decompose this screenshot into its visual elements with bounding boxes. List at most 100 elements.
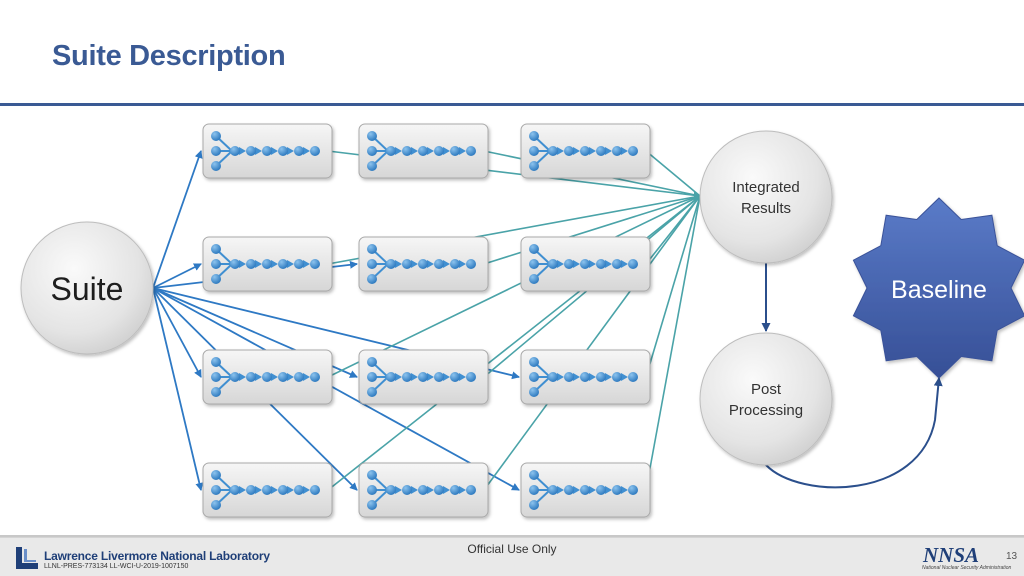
pipeline-input-dot [367,387,377,397]
results-edge [327,195,701,378]
pipeline-arrow [395,373,402,381]
pipeline-arrow [255,486,262,494]
pipeline-step-dot [548,146,558,156]
pipeline-step-dot [450,146,460,156]
pipeline-step-dot [418,485,428,495]
pipeline-input-dot [367,372,377,382]
workflow-boxes [202,123,651,518]
pipeline-input-dot [529,259,539,269]
pipeline-arrow [557,260,564,268]
pipeline-arrow [573,147,580,155]
pipeline-step-dot [230,259,240,269]
pipeline-input-dot [529,387,539,397]
pipeline-step-dot [386,259,396,269]
pipeline-step-dot [580,146,590,156]
pipeline-step-dot [612,372,622,382]
pipeline-step-dot [402,259,412,269]
pipeline-step-dot [466,146,476,156]
pipeline-arrow [427,486,434,494]
workflow-box [520,349,651,405]
suite-edge [152,150,203,289]
pipeline-input-dot [529,500,539,510]
suite-edge [152,287,204,491]
pipeline-input-dot [211,500,221,510]
pipeline-input-dot [211,244,221,254]
pipeline-input-dot [529,244,539,254]
pipeline-step-dot [402,372,412,382]
pipeline-arrow [573,486,580,494]
pipeline-arrow [589,260,596,268]
pipeline-arrow [459,260,466,268]
pipeline-input-dot [367,244,377,254]
pipeline-input-dot [211,146,221,156]
baseline-node [852,197,1024,379]
pipeline-arrow [255,373,262,381]
llnl-logo-icon [16,547,38,569]
post-processing-label-line2: Processing [729,402,803,419]
pipeline-arrow [287,373,294,381]
pipeline-step-dot [262,259,272,269]
pipeline-step-dot [628,259,638,269]
pipeline-step-dot [310,259,320,269]
results-edge [483,195,701,265]
pipeline-input-dot [211,131,221,141]
pipeline-step-dot [386,372,396,382]
pipeline-arrow [557,486,564,494]
pipeline-arrow [239,260,246,268]
pipeline-step-dot [434,485,444,495]
slide-title: Suite Description [52,40,286,72]
pipeline-arrow [459,373,466,381]
pipeline-step-dot [564,146,574,156]
pipeline-arrow [459,147,466,155]
results-edge [645,195,701,491]
pipeline-step-dot [548,485,558,495]
pipeline-input-dot [367,357,377,367]
pipeline-input-dot [211,161,221,171]
pipeline-step-dot [278,372,288,382]
pipeline-input-dot [367,470,377,480]
pipeline-arrow [443,486,450,494]
pipeline-input-dot [529,274,539,284]
pipeline-arrow [621,147,628,155]
pipeline-step-dot [310,146,320,156]
pipeline-input-dot [367,259,377,269]
pipeline-step-dot [628,485,638,495]
pipeline-step-dot [294,259,304,269]
pipeline-step-dot [418,259,428,269]
pipeline-step-dot [564,372,574,382]
pipeline-step-dot [434,372,444,382]
pipeline-arrow [605,147,612,155]
pipeline-step-dot [386,146,396,156]
results-edge [645,195,701,378]
integrated-results-label-line2: Results [741,200,791,217]
lab-name: Lawrence Livermore National Laboratory [44,549,270,563]
pipeline-input-dot [529,161,539,171]
pipeline-input-dot [211,357,221,367]
pipeline-step-dot [246,259,256,269]
pipeline-arrow [271,147,278,155]
pipeline-arrow [303,260,310,268]
pipeline-step-dot [294,372,304,382]
pipeline-arrow [411,260,418,268]
post-to-baseline-arrow [765,377,943,489]
results-edge [483,195,701,491]
workflow-box [358,349,489,405]
page-number: 13 [1006,551,1018,562]
pipeline-step-dot [450,485,460,495]
pipeline-arrow [395,486,402,494]
post-processing-label-line1: Post [751,381,782,398]
integrated-results-node [699,130,833,264]
pipeline-step-dot [548,372,558,382]
pipeline-input-dot [367,274,377,284]
pipeline-input-dot [529,372,539,382]
pipeline-arrow [395,147,402,155]
pipeline-step-dot [466,485,476,495]
pipeline-arrow [271,260,278,268]
workflow-box [520,123,651,179]
pipeline-arrow [427,260,434,268]
pipeline-step-dot [466,372,476,382]
pipeline-input-dot [367,146,377,156]
pipeline-step-dot [418,146,428,156]
classification-label: Official Use Only [467,542,557,556]
post-processing-node [699,332,833,466]
